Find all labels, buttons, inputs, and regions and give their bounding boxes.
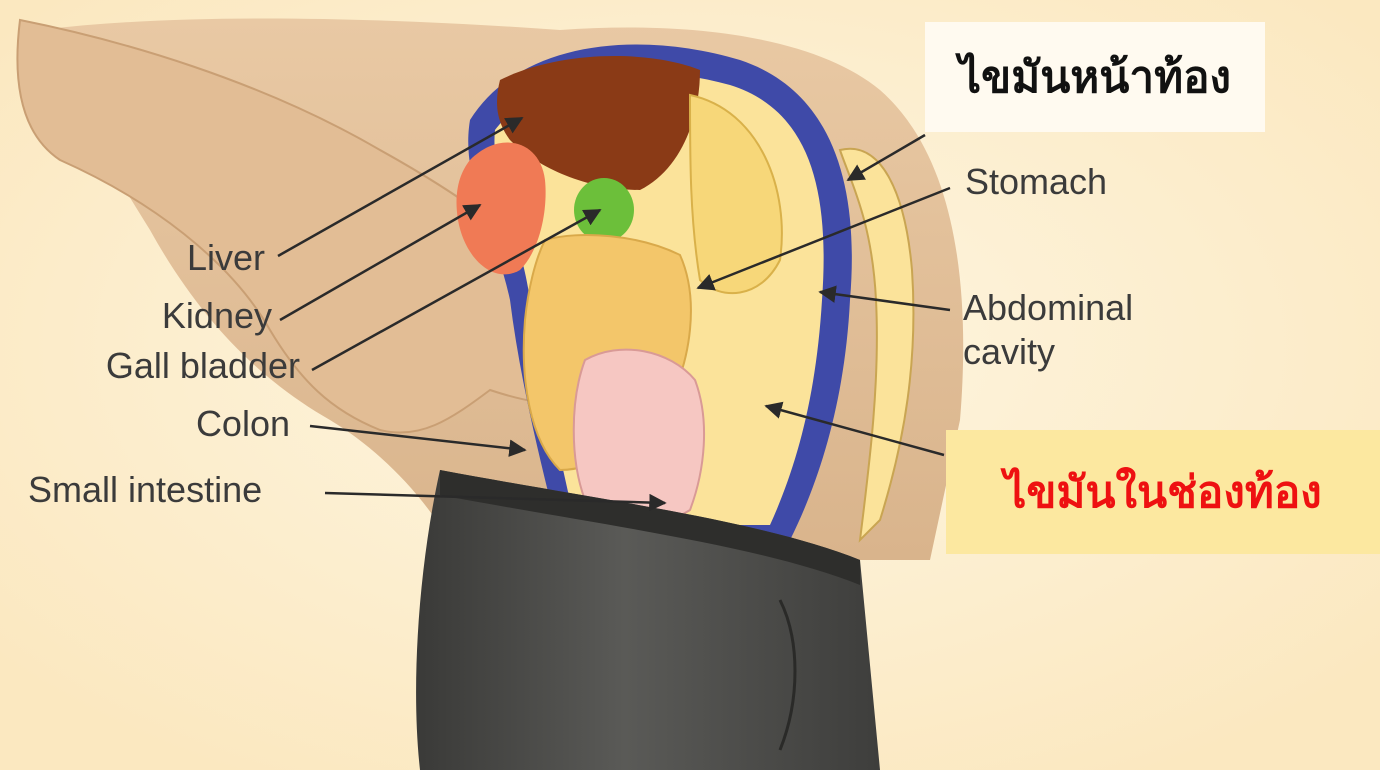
label-abdominal-cavity-line1: Abdominal — [963, 290, 1133, 326]
gall-bladder — [574, 178, 634, 242]
subcutaneous-fat-callout: ไขมันหน้าท้อง — [925, 22, 1265, 132]
visceral-fat-callout: ไขมันในช่องท้อง — [946, 430, 1380, 554]
label-gall-bladder: Gall bladder — [106, 348, 300, 384]
label-liver: Liver — [187, 240, 265, 276]
visceral-fat-text: ไขมันในช่องท้อง — [1004, 457, 1322, 527]
label-stomach: Stomach — [965, 164, 1107, 200]
label-colon: Colon — [196, 406, 290, 442]
subcutaneous-fat-text: ไขมันหน้าท้อง — [959, 42, 1231, 112]
small-intestine — [574, 350, 704, 523]
label-abdominal-cavity-line2: cavity — [963, 334, 1055, 370]
label-small-intestine: Small intestine — [28, 472, 262, 508]
label-kidney: Kidney — [162, 298, 272, 334]
